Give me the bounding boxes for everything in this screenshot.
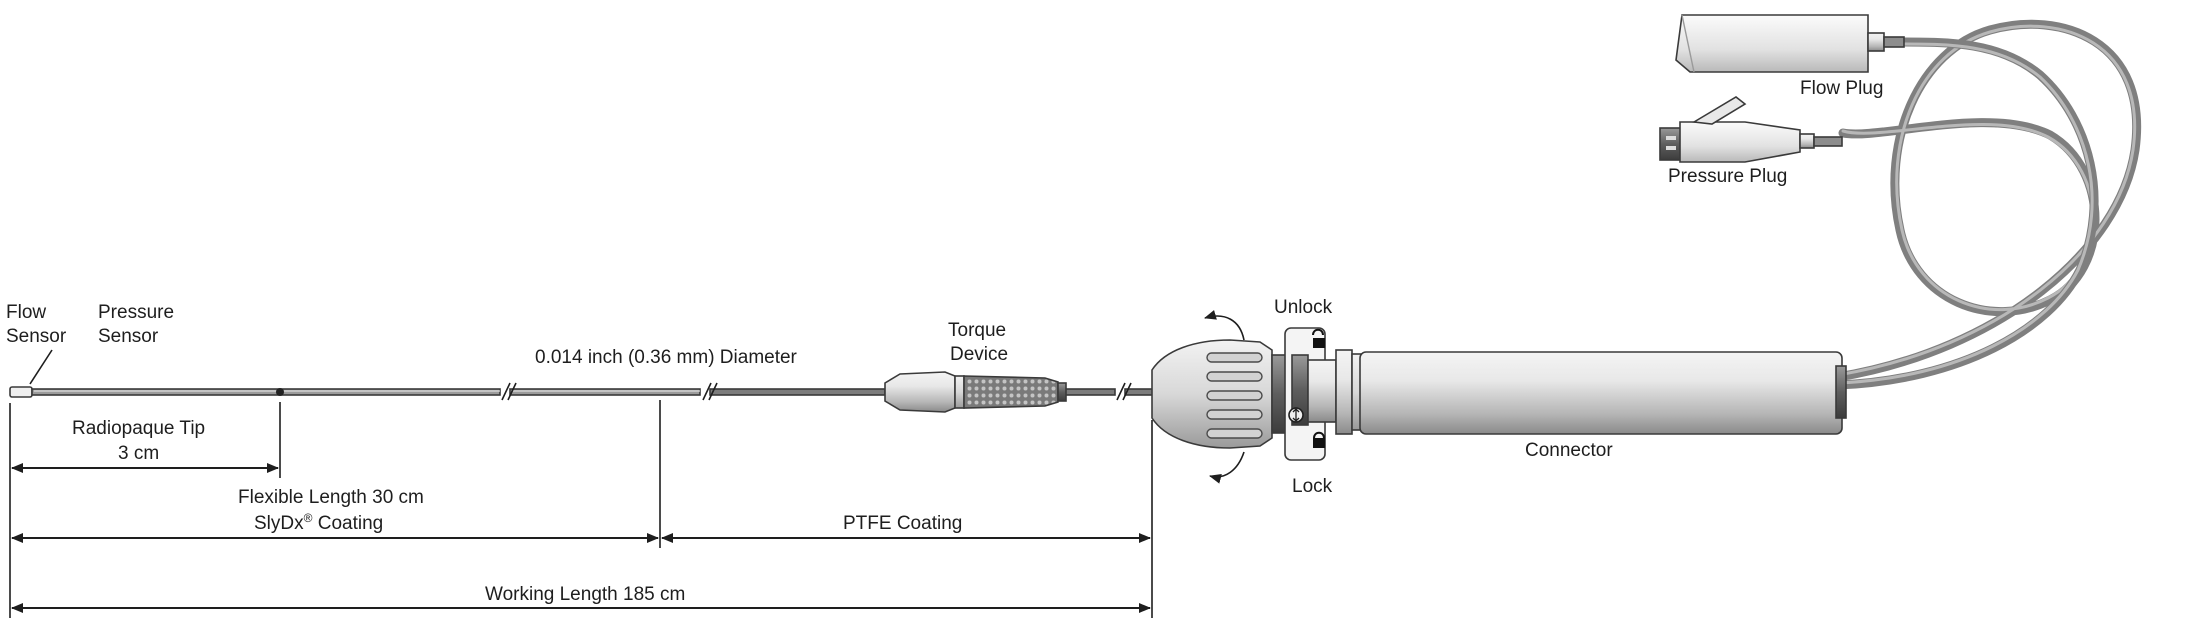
flow-plug (1675, 14, 1905, 73)
unlock-label: Unlock (1274, 297, 1333, 318)
flow-sensor-label-line1: Flow (6, 302, 46, 323)
padlock-open-icon (1312, 328, 1325, 348)
flexible-label-line1: Flexible Length 30 cm (238, 487, 424, 508)
pressure-sensor-label-line2: Sensor (98, 326, 159, 347)
dimension-lines (9, 400, 1153, 618)
flow-sensor-tip (9, 386, 33, 398)
torque-device (884, 371, 1067, 413)
lock-collar (1284, 327, 1337, 461)
pressure-plug (1659, 96, 1843, 163)
pressure-sensor-leader (29, 349, 53, 385)
connector-label: Connector (1525, 440, 1613, 461)
ptfe-label: PTFE Coating (843, 513, 962, 534)
diameter-label: 0.014 inch (0.36 mm) Diameter (535, 347, 798, 368)
flow-plug-label: Flow Plug (1800, 78, 1883, 99)
padlock-closed-icon (1313, 431, 1325, 448)
working-length-label: Working Length 185 cm (485, 584, 685, 605)
radiopaque-marker (276, 388, 284, 396)
torque-label-line2: Device (950, 344, 1008, 365)
lock-label: Lock (1292, 476, 1333, 497)
flow-sensor-label-line2: Sensor (6, 326, 67, 347)
pressure-plug-label: Pressure Plug (1668, 166, 1787, 187)
connector-cables (1833, 19, 2142, 390)
radiopaque-label-line1: Radiopaque Tip (72, 418, 205, 439)
pressure-sensor-label-line1: Pressure (98, 302, 174, 323)
connector-knob (1151, 339, 1287, 449)
guidewire (9, 382, 1166, 401)
radiopaque-label-line2: 3 cm (118, 443, 159, 464)
connector-body (1335, 349, 1847, 435)
wire-break-marks (501, 382, 1132, 401)
torque-label-line1: Torque (948, 320, 1006, 341)
flexible-label-line2: SlyDx® Coating (254, 511, 383, 534)
rotation-arrow-icon (1204, 310, 1245, 484)
